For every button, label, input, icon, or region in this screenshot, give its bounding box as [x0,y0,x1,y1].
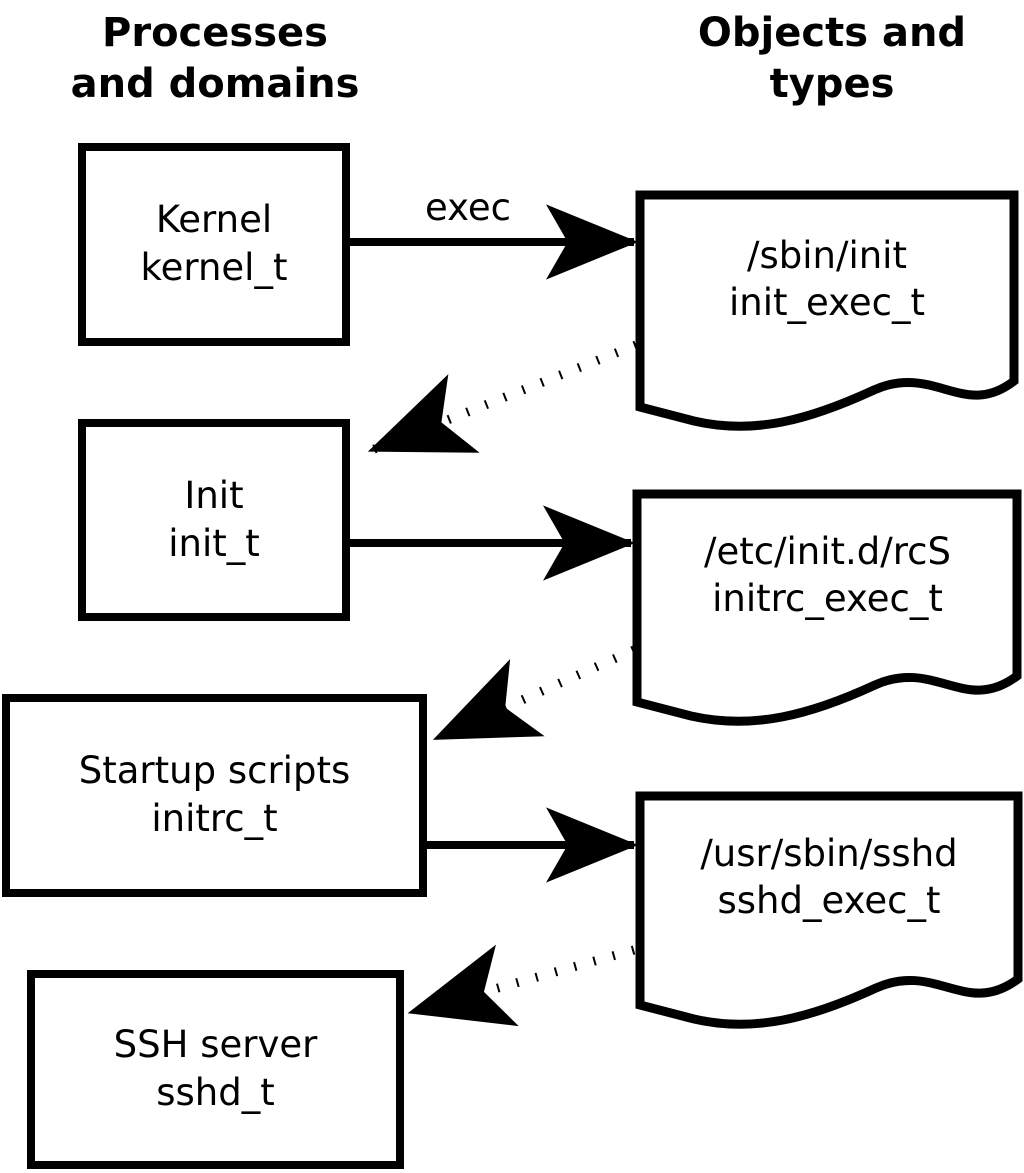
edge-initrc-exec-to-initrc [432,645,636,743]
column-header-processes: Processes and domains [70,10,360,108]
edge-init-exec-to-init [367,340,638,455]
process-name-ssh-server: SSH server [113,1023,318,1067]
object-doc-sshd-exec[interactable]: /usr/sbin/sshd sshd_exec_t [634,786,1024,1032]
column-header-objects: Objects and types [697,10,967,108]
document-shape-icon [635,190,1019,431]
process-type-startup-scripts: initrc_t [151,797,278,840]
process-box-startup-scripts[interactable]: Startup scripts initrc_t [2,694,427,897]
process-box-ssh-server[interactable]: SSH server sshd_t [27,970,404,1169]
object-doc-init-exec[interactable]: /sbin/init init_exec_t [634,185,1020,435]
process-name-init: Init [184,473,244,517]
process-name-startup-scripts: Startup scripts [78,749,351,793]
process-type-ssh-server: sshd_t [156,1071,275,1114]
process-box-kernel[interactable]: Kernel kernel_t [78,143,350,346]
document-shape-icon [635,791,1023,1029]
process-box-init[interactable]: Init init_t [78,419,350,621]
process-name-kernel: Kernel [155,198,273,242]
object-doc-initrc-exec[interactable]: /etc/init.d/rcS initrc_exec_t [631,484,1024,729]
document-shape-icon [632,489,1022,726]
process-type-kernel: kernel_t [140,246,288,289]
edge-sshd-exec-to-sshd [407,944,636,1027]
edge-label-exec: exec [425,186,511,229]
process-type-init: init_t [168,521,260,565]
